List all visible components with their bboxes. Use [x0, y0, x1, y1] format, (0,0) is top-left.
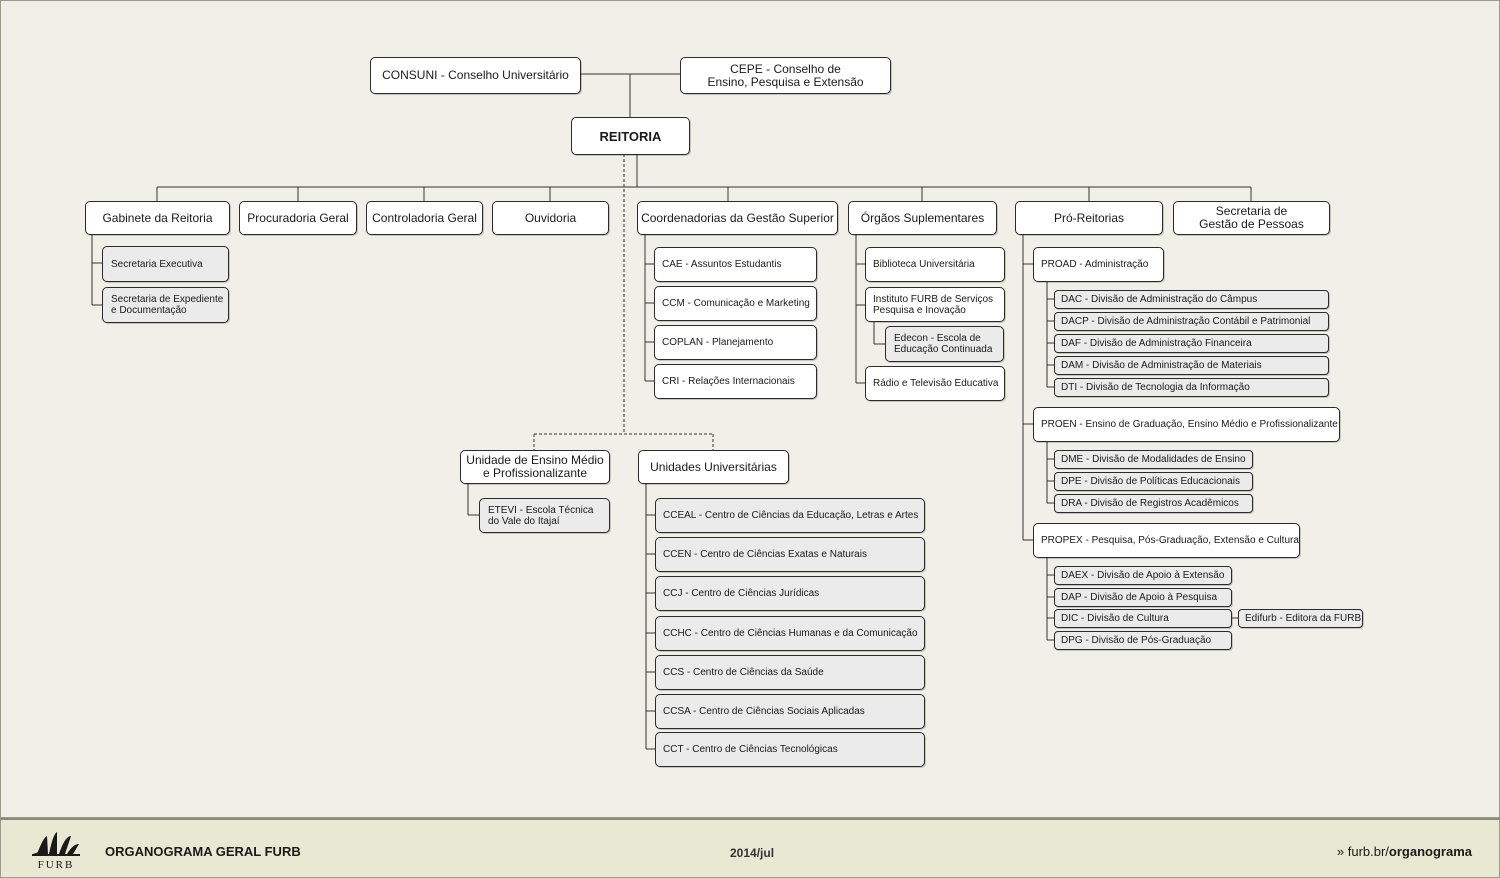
cepe-label: CEPE - Conselho de Ensino, Pesquisa e Ex…: [707, 61, 864, 89]
footer-title: ORGANOGRAMA GERAL FURB: [105, 844, 301, 859]
orgaos-box: Órgãos Suplementares: [848, 201, 997, 235]
unidade-item: CCSA - Centro de Ciências Sociais Aplica…: [655, 694, 925, 729]
proad-item: DAF - Divisão de Administração Financeir…: [1054, 334, 1329, 353]
furb-logo: FURB: [32, 832, 80, 871]
etevi-box: ETEVI - Escola Técnica do Vale do Itajaí: [479, 498, 610, 533]
unidade-item: CCS - Centro de Ciências da Saúde: [655, 655, 925, 690]
pro-reitorias-box: Pró-Reitorias: [1015, 201, 1163, 235]
orgao-item-radio: Rádio e Televisão Educativa: [865, 366, 1005, 401]
propex-item: DAEX - Divisão de Apoio à Extensão: [1054, 566, 1232, 585]
propex-item: DAP - Divisão de Apoio à Pesquisa: [1054, 588, 1232, 607]
orgao-item-biblioteca: Biblioteca Universitária: [865, 247, 1005, 282]
unidades-box: Unidades Universitárias: [638, 450, 789, 484]
proad-box: PROAD - Administração: [1033, 247, 1164, 282]
controladoria-label: Controladoria Geral: [372, 210, 477, 225]
unidade-item: CCT - Centro de Ciências Tecnológicas: [655, 732, 925, 767]
unidade-item: CCHC - Centro de Ciências Humanas e da C…: [655, 616, 925, 651]
coordenadoria-item: CCM - Comunicação e Marketing: [654, 286, 817, 321]
ouvidoria-label: Ouvidoria: [524, 210, 577, 225]
proen-item: DME - Divisão de Modalidades de Ensino: [1054, 450, 1253, 469]
orgaos-label: Órgãos Suplementares: [860, 210, 985, 225]
reitoria-label: REITORIA: [599, 128, 662, 144]
logo-text: FURB: [38, 859, 75, 871]
propex-box: PROPEX - Pesquisa, Pós-Graduação, Extens…: [1033, 523, 1300, 558]
proad-item: DACP - Divisão de Administração Contábil…: [1054, 312, 1329, 331]
propex-item: DIC - Divisão de Cultura: [1054, 609, 1232, 628]
consuni-label: CONSUNI - Conselho Universitário: [382, 68, 569, 82]
consuni-box: CONSUNI - Conselho Universitário: [370, 57, 581, 94]
coordenadorias-label: Coordenadorias da Gestão Superior: [641, 210, 834, 225]
unidade-item: CCEAL - Centro de Ciências da Educação, …: [655, 498, 925, 533]
cepe-box: CEPE - Conselho de Ensino, Pesquisa e Ex…: [680, 57, 891, 94]
gabinete-item: Secretaria de Expediente e Documentação: [102, 287, 229, 323]
footer-bar: FURB ORGANOGRAMA GERAL FURB 2014/jul » f…: [0, 818, 1500, 878]
secretaria-pessoas-box: Secretaria de Gestão de Pessoas: [1173, 201, 1330, 235]
link-prefix: » furb.br/: [1336, 844, 1389, 859]
propex-item: DPG - Divisão de Pós-Graduação: [1054, 631, 1232, 650]
proen-item: DPE - Divisão de Políticas Educacionais: [1054, 472, 1253, 491]
unidade-item: CCJ - Centro de Ciências Jurídicas: [655, 576, 925, 611]
gabinete-item: Secretaria Executiva: [102, 246, 229, 282]
secretaria-pessoas-label: Secretaria de Gestão de Pessoas: [1199, 204, 1304, 231]
footer-date: 2014/jul: [730, 846, 775, 860]
proen-item: DRA - Divisão de Registros Acadêmicos: [1054, 494, 1253, 513]
ouvidoria-box: Ouvidoria: [492, 201, 609, 235]
procuradoria-label: Procuradoria Geral: [247, 210, 349, 225]
unidade-item: CCEN - Centro de Ciências Exatas e Natur…: [655, 537, 925, 572]
organograma-link[interactable]: » furb.br/organograma: [1337, 844, 1472, 859]
proad-item: DAM - Divisão de Administração de Materi…: [1054, 356, 1329, 375]
coordenadoria-item: CRI - Relações Internacionais: [654, 364, 817, 399]
coordenadoria-item: CAE - Assuntos Estudantis: [654, 247, 817, 282]
orgao-item-edecon: Edecon - Escola de Educação Continuada: [885, 326, 1004, 362]
connector-lines: [91, 73, 1252, 750]
reitoria-box: REITORIA: [571, 117, 690, 155]
gabinete-label: Gabinete da Reitoria: [102, 210, 213, 225]
proad-item: DAC - Divisão de Administração do Câmpus: [1054, 290, 1329, 309]
orgao-item-instituto: Instituto FURB de Serviços Pesquisa e In…: [865, 287, 1005, 322]
controladoria-box: Controladoria Geral: [366, 201, 483, 235]
coordenadorias-box: Coordenadorias da Gestão Superior: [637, 201, 838, 235]
gabinete-box: Gabinete da Reitoria: [85, 201, 230, 235]
editora-box: Edifurb - Editora da FURB: [1238, 609, 1363, 628]
proad-item: DTI - Divisão de Tecnologia da Informaçã…: [1054, 378, 1329, 397]
link-bold: organograma: [1388, 844, 1472, 859]
proen-box: PROEN - Ensino de Graduação, Ensino Médi…: [1033, 407, 1340, 442]
pro-reitorias-label: Pró-Reitorias: [1053, 210, 1125, 225]
org-chart: CONSUNI - Conselho Universitário CEPE - …: [0, 0, 1500, 818]
unidade-medio-box: Unidade de Ensino Médio e Profissionaliz…: [460, 450, 610, 484]
procuradoria-box: Procuradoria Geral: [239, 201, 357, 235]
coordenadoria-item: COPLAN - Planejamento: [654, 325, 817, 360]
